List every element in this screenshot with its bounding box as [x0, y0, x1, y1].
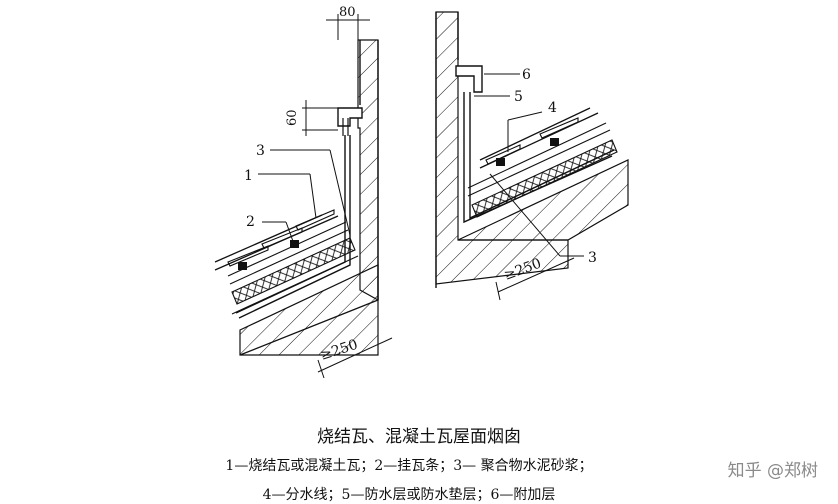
n2-label: 2: [246, 214, 255, 230]
left-flashing-cap: [337, 107, 363, 127]
chimney-detail-drawing: 80 60 ≥250 3 1 2: [214, 5, 629, 379]
right-batten-1: [496, 158, 505, 166]
n3-left-label: 3: [256, 143, 265, 159]
right-batten-2: [550, 138, 559, 146]
right-insulation: [471, 139, 618, 218]
left-detail: 80 60 ≥250 3 1 2: [214, 5, 393, 379]
legend-line-1: 1—烧结瓦或混凝土瓦；2—挂瓦条；3— 聚合物水泥砂浆；: [225, 458, 593, 474]
right-waterproof-layer: [463, 92, 613, 224]
right-chimney-wall: [435, 11, 569, 285]
n6-label: 6: [522, 67, 531, 83]
left-roof-slab: [239, 264, 379, 356]
legend-line-2: 4—分水线；5—防水层或防水垫层；6—附加层: [262, 487, 556, 503]
left-insulation: [231, 237, 356, 305]
right-roof-slab: [457, 159, 629, 241]
right-flashing-cap: [455, 65, 483, 93]
n3-right-label: 3: [588, 250, 597, 266]
dim-60-label: 60: [285, 109, 300, 126]
right-detail: ≥250 6 5 4 3: [435, 11, 629, 301]
figure-title: 烧结瓦、混凝土瓦屋面烟囱: [317, 427, 521, 447]
left-batten-2: [290, 240, 299, 248]
left-chimney-wall: [357, 39, 379, 302]
left-waterproof-layer: [235, 135, 346, 314]
dim-80-label: 80: [339, 5, 356, 20]
n4-label: 4: [548, 100, 557, 116]
n1-label: 1: [244, 168, 253, 184]
left-batten-1: [238, 262, 247, 270]
watermark: 知乎 @郑树: [727, 461, 818, 481]
n5-label: 5: [514, 89, 523, 105]
